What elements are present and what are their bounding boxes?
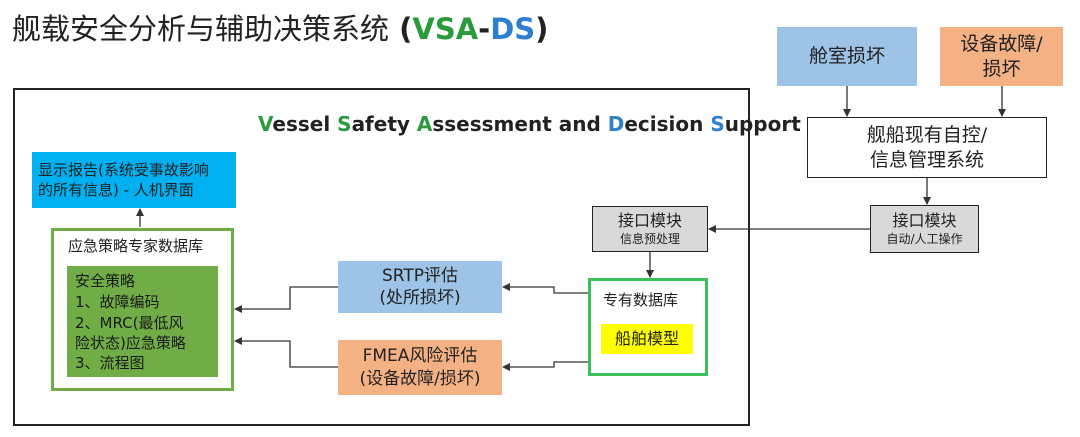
page-title: 舰载安全分析与辅助决策系统 (VSA-DS) [12,6,548,48]
arrow-db-to-fmea [502,361,588,371]
subtitle-word-decision: ecision [624,112,711,136]
report-display-box: 显示报告(系统受事故影响的所有信息) - 人机界面 [32,152,236,208]
strategy-item-3: 3、流程图 [75,354,145,372]
strategy-heading: 安全策略 [75,272,136,290]
fmea-assessment-box: FMEA风险评估(设备故障/损坏) [338,340,502,395]
interface-right-subtitle: 自动/人工操作 [886,231,963,246]
title-abbr-vsa: VSA [412,12,479,46]
subtitle-initial-s2: S [710,112,725,136]
equipment-failure-box: 设备故障/损坏 [940,27,1063,86]
strategy-item-1: 1、故障编码 [75,293,160,311]
fmea-line-2: (设备故障/损坏) [359,368,481,389]
srtp-assessment-box: SRTP评估(处所损坏) [338,261,502,313]
expert-database-label: 应急策略专家数据库 [68,237,204,255]
system-frame [13,88,750,426]
title-main: 舰载安全分析与辅助决策系统 [12,12,390,46]
cabin-damage-label: 舱室损坏 [808,45,885,68]
ship-system-line-2: 信息管理系统 [869,148,984,171]
title-abbr-ds: DS [490,12,536,46]
report-line-2: 的所有信息) - 人机界面 [38,181,194,199]
interface-mid-title: 接口模块 [617,210,682,230]
system-subtitle: Vessel Safety Assessment and Decision Su… [258,112,801,136]
subtitle-word-support: upport [724,112,801,136]
arrow-fmea-to-expert [234,337,338,368]
strategy-item-2b: 险状态)应急策略 [75,334,186,352]
interface-module-right: 接口模块自动/人工操作 [870,205,979,253]
subtitle-word-vessel: essel [272,112,338,136]
subtitle-initial-d: D [607,112,625,136]
srtp-line-1: SRTP评估 [381,265,458,286]
title-close-paren: ) [535,12,549,46]
fmea-line-1: FMEA风险评估 [362,346,478,367]
ship-model-box: 船舶模型 [601,324,693,354]
title-open-paren: ( [389,12,413,46]
ship-control-system-box: 舰船现有自控/信息管理系统 [807,117,1047,178]
subtitle-initial-a: A [416,112,433,136]
strategy-item-2a: 2、MRC(最低风 [75,314,184,332]
arrow-srtp-to-expert [234,286,338,313]
ship-system-line-1: 舰船现有自控/ [866,123,988,146]
subtitle-initial-s: S [337,112,352,136]
ship-model-label: 船舶模型 [614,328,679,348]
interface-mid-subtitle: 信息预处理 [619,231,680,246]
arrow-db-to-srtp [502,283,588,294]
report-line-1: 显示报告(系统受事故影响 [38,160,209,179]
equipment-failure-line-2: 损坏 [982,57,1021,80]
proprietary-database-label: 专有数据库 [603,291,679,309]
subtitle-word-assessment: ssessment and [432,112,608,136]
interface-module-mid: 接口模块信息预处理 [592,206,708,252]
subtitle-word-safety: afety [351,112,417,136]
equipment-failure-line-1: 设备故障/ [960,32,1043,55]
interface-right-title: 接口模块 [892,210,957,230]
cabin-damage-box: 舱室损坏 [777,27,917,86]
safety-strategy-box: 安全策略 1、故障编码 2、MRC(最低风 险状态)应急策略 3、流程图 [67,266,218,377]
srtp-line-2: (处所损坏) [379,288,461,308]
title-dash: - [478,12,491,46]
subtitle-initial-v: V [258,112,273,136]
